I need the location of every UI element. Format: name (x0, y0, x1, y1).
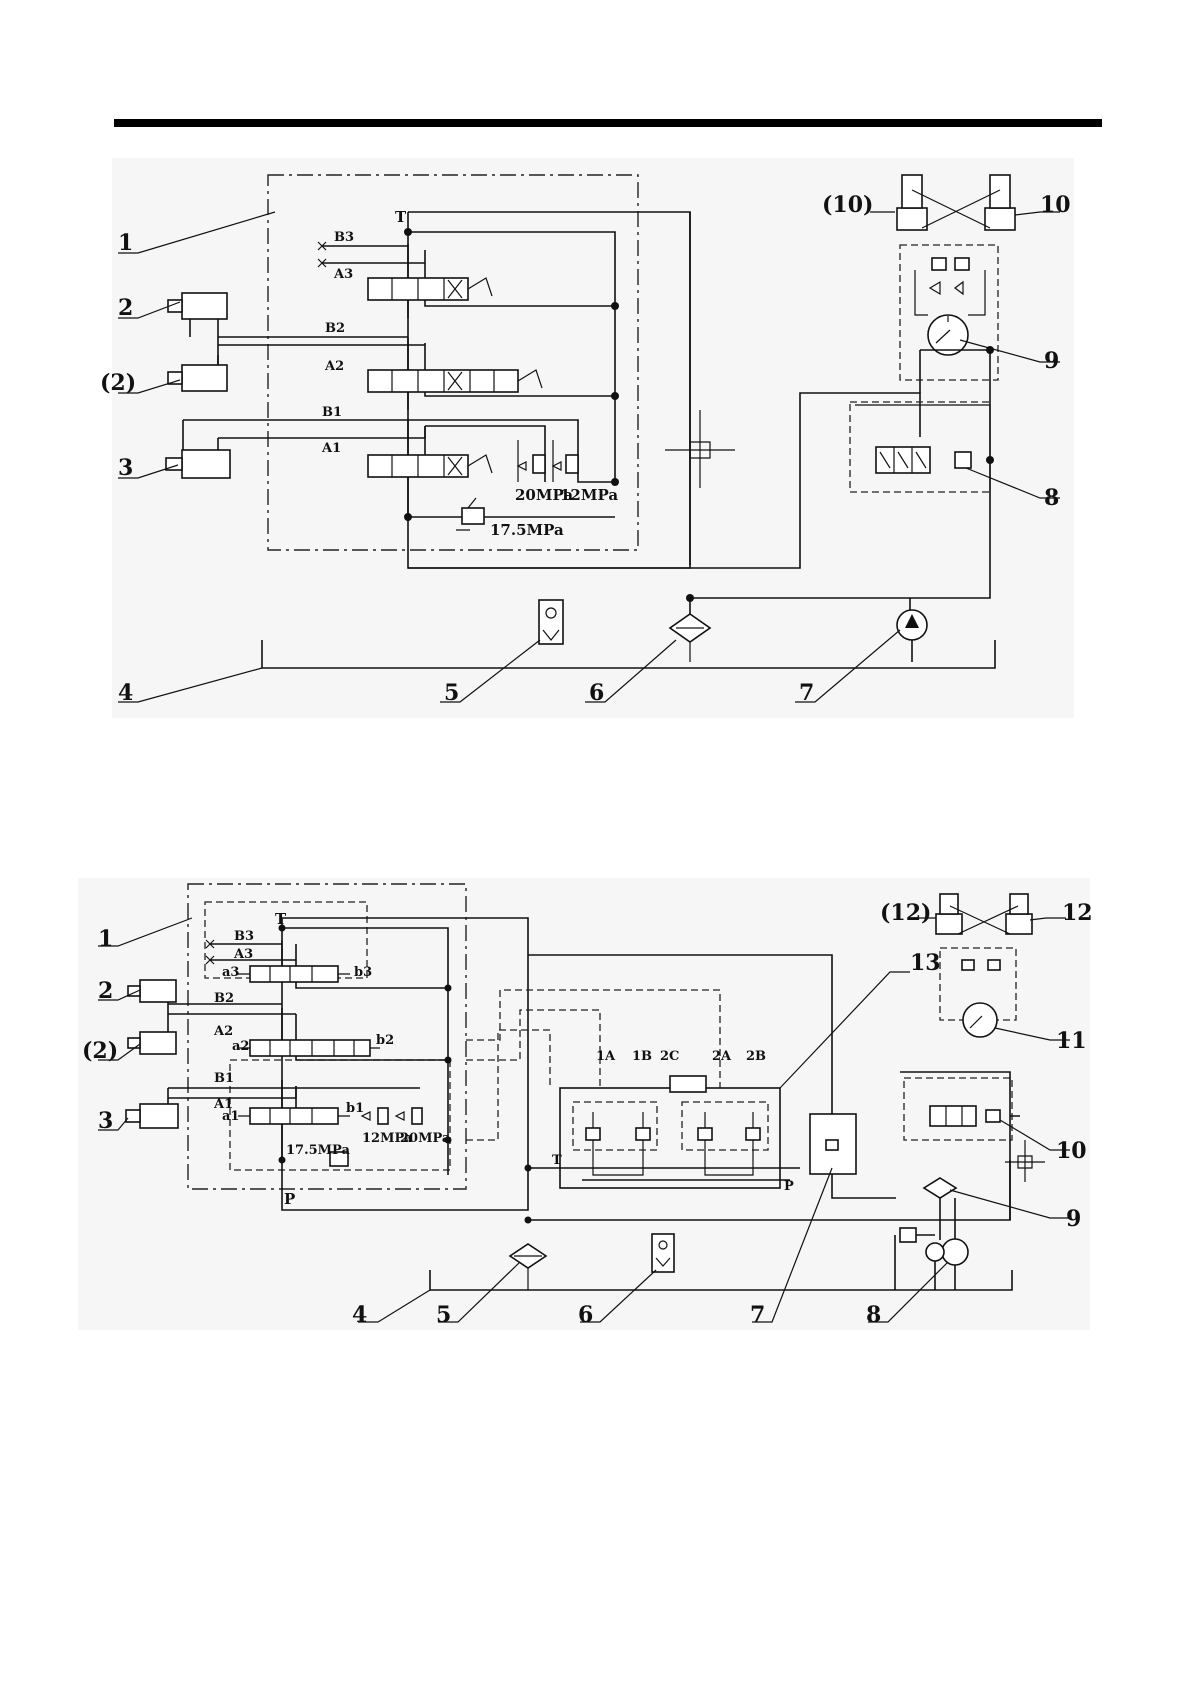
pump-8 (895, 1198, 968, 1290)
valve-port-2b: 2B (746, 1049, 766, 1064)
port-b2: B2 (325, 321, 345, 336)
tank-4-2 (430, 1270, 1012, 1290)
callout-7: 7 (799, 680, 814, 706)
cylinder-2-2 (128, 980, 176, 1054)
callout-1: 1 (118, 230, 133, 256)
callout2-10: 10 (1056, 1138, 1087, 1164)
pressure-12mpa: 12MPa (560, 486, 618, 504)
callout2-12: 12 (1062, 900, 1093, 926)
pump-7 (897, 610, 927, 662)
port2-b1: B1 (214, 1071, 234, 1086)
valve-port-t: T (552, 1153, 562, 1168)
pipe-crossing-2 (1005, 1140, 1045, 1182)
pilot-b3: b3 (354, 965, 372, 980)
spool-valve-2-2 (238, 1008, 448, 1060)
hydraulic-motor-9 (920, 315, 994, 393)
brake-valve-8 (876, 447, 994, 473)
relief-valves-20-12 (518, 440, 578, 482)
pressure2-17-5: 17.5MPa (286, 1143, 350, 1158)
callout-9: 9 (1044, 348, 1059, 374)
breather-6 (652, 1234, 674, 1272)
pilot-a2: a2 (232, 1039, 249, 1054)
relief-valves-12-20 (362, 1108, 422, 1124)
cylinder-3 (166, 420, 230, 478)
callout2-8: 8 (866, 1302, 881, 1328)
valve-13-left (573, 1102, 657, 1150)
pressure2-20: 20MPa (400, 1131, 451, 1146)
valve-port-p: P (784, 1179, 794, 1194)
callout2-9: 9 (1066, 1206, 1081, 1232)
port-a3: A3 (333, 267, 353, 282)
spool-valve-2-3 (238, 940, 448, 988)
spool-valve-3 (368, 244, 615, 318)
valve-port-2c: 2C (660, 1049, 679, 1064)
solenoid-valve-2c (670, 1076, 706, 1092)
pilot-a1: a1 (222, 1109, 239, 1124)
spool-valve-2 (368, 338, 615, 410)
pipe-crossing-symbol (665, 410, 735, 488)
brake-cylinders-10 (897, 175, 1015, 230)
filter-9 (924, 1178, 956, 1198)
port2-p: P (284, 1190, 295, 1208)
callout2-1: 1 (98, 926, 113, 952)
pressure-bus-line (408, 232, 615, 482)
callout2-2b: (2) (82, 1038, 118, 1064)
spool-valve-1 (368, 420, 492, 517)
callout-2b: (2) (100, 370, 136, 396)
callout2-11: 11 (1056, 1028, 1087, 1054)
diagram-1: 1 2 (2) 3 4 5 6 7 8 9 (10) 10 T B3 A3 B2… (100, 175, 1071, 706)
callout-6: 6 (589, 680, 604, 706)
port2-b2: B2 (214, 991, 234, 1006)
port2-b3: B3 (234, 929, 254, 944)
callout-3: 3 (118, 455, 133, 481)
callout-10: 10 (1040, 192, 1071, 218)
callout2-12b: (12) (880, 900, 931, 926)
valve-port-2a: 2A (712, 1049, 732, 1064)
cylinder-2 (168, 293, 227, 319)
callout2-2: 2 (98, 978, 113, 1004)
callout2-6: 6 (578, 1302, 593, 1328)
cylinder-2b (168, 319, 227, 391)
breather-5 (539, 600, 563, 644)
brake-cylinders-12 (936, 894, 1032, 934)
valve-13-right (682, 1102, 768, 1150)
callout2-7: 7 (750, 1302, 765, 1328)
port-a2: A2 (324, 359, 344, 374)
callout-10b: (10) (822, 192, 873, 218)
port-b3: B3 (334, 230, 354, 245)
tank-4 (262, 640, 995, 668)
pilot-b1: b1 (346, 1101, 364, 1116)
callout-5: 5 (444, 680, 459, 706)
pilot-b2: b2 (376, 1033, 394, 1048)
diagram-2: 1 2 (2) 3 4 5 6 7 8 9 10 11 (12) 12 13 T… (82, 884, 1093, 1328)
motor-relief-pair (915, 258, 985, 315)
callout2-13: 13 (910, 950, 941, 976)
pilot-a3: a3 (222, 965, 239, 980)
valve-port-1b: 1B (632, 1049, 652, 1064)
valve-port-1a: 1A (596, 1049, 616, 1064)
callout-8: 8 (1044, 485, 1059, 511)
filter-6 (670, 614, 710, 662)
port2-t: T (275, 910, 287, 928)
return-loop-2 (282, 918, 528, 1210)
callout2-3: 3 (98, 1108, 113, 1134)
port2-a3: A3 (233, 947, 253, 962)
pressure-17-5mpa: 17.5MPa (490, 521, 564, 539)
port-t: T (395, 208, 407, 226)
callout-4: 4 (118, 680, 133, 706)
brake-valve-10 (930, 1106, 1000, 1126)
callout2-4: 4 (352, 1302, 367, 1328)
port2-a2: A2 (213, 1024, 233, 1039)
port-a1: A1 (321, 441, 341, 456)
callout-2: 2 (118, 295, 133, 321)
callout2-5: 5 (436, 1302, 451, 1328)
ports-a3-b3 (322, 246, 425, 263)
cylinder-2-3 (126, 1088, 178, 1128)
hydraulic-motor-11 (963, 1003, 997, 1037)
port-b1: B1 (322, 405, 342, 420)
